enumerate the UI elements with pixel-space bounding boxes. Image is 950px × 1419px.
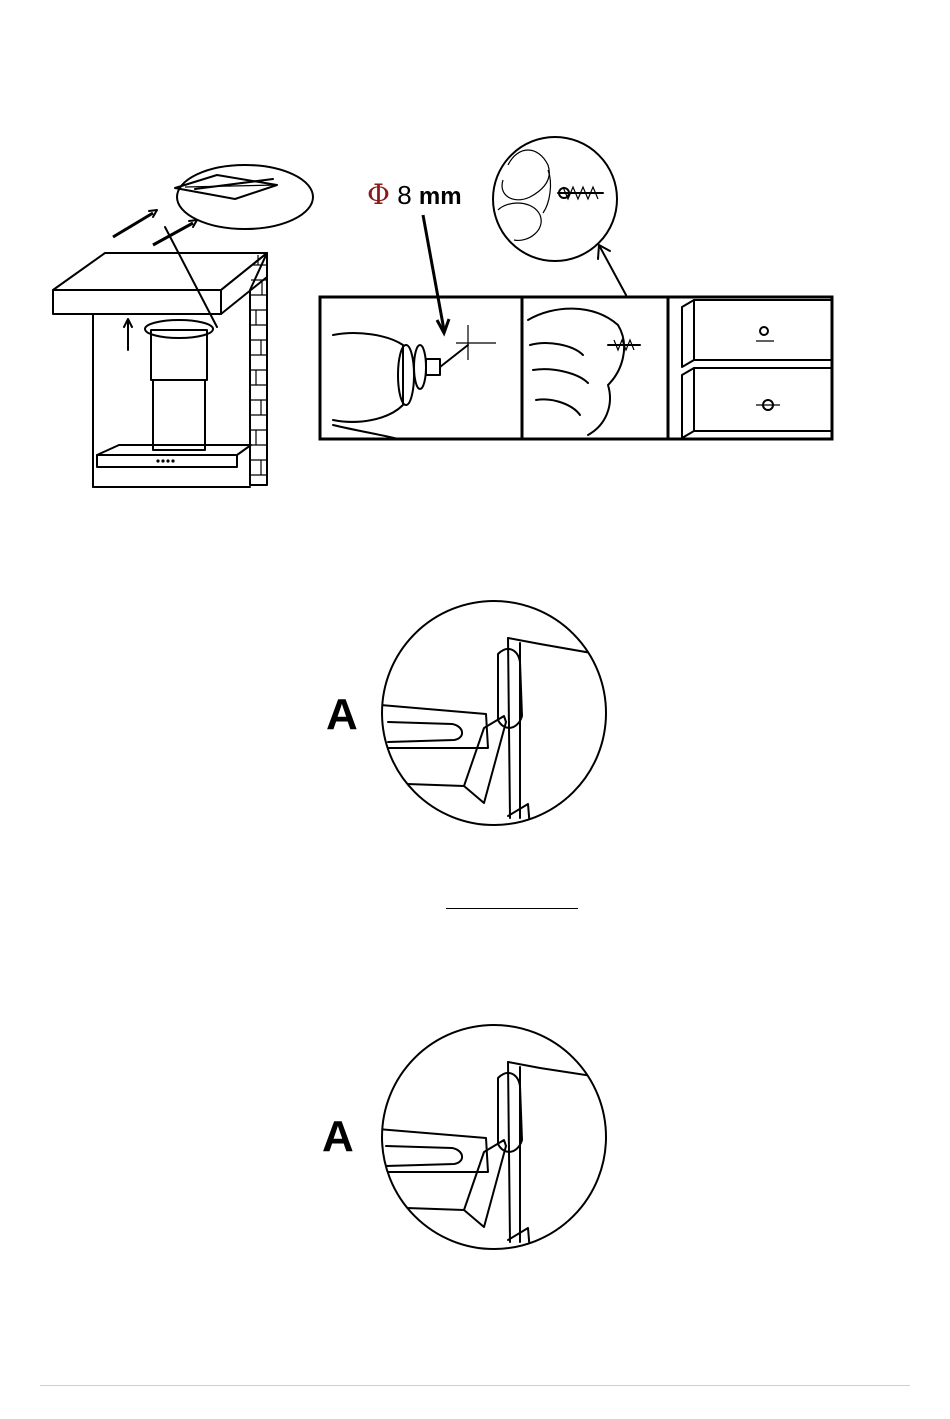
footer-rule (40, 1385, 910, 1386)
detail-a-label-upper: A (326, 690, 358, 740)
section-divider (446, 908, 578, 909)
detail-a-label-lower: A (322, 1112, 354, 1162)
detail-a-clip-drawing-lower (378, 1022, 618, 1262)
hood-installation-drawing (45, 155, 345, 505)
drilling-sequence-drawing (318, 135, 838, 455)
detail-a-clip-drawing-upper (380, 598, 620, 838)
